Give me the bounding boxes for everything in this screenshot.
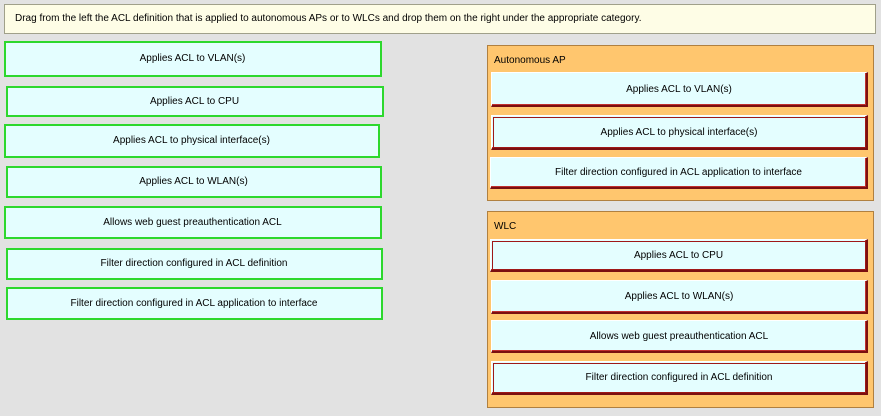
target-item-filter-acl-definition[interactable]: Filter direction configured in ACL defin… [491, 361, 868, 395]
source-item-filter-acl-application[interactable]: Filter direction configured in ACL appli… [6, 287, 383, 320]
source-item-cpu[interactable]: Applies ACL to CPU [6, 86, 384, 117]
source-item-physical-interface[interactable]: Applies ACL to physical interface(s) [4, 124, 380, 158]
instruction-text: Drag from the left the ACL definition th… [4, 4, 876, 34]
target-item-web-guest[interactable]: Allows web guest preauthentication ACL [491, 320, 868, 353]
source-item-web-guest[interactable]: Allows web guest preauthentication ACL [4, 206, 382, 239]
target-item-vlan[interactable]: Applies ACL to VLAN(s) [491, 72, 868, 107]
source-item-wlan[interactable]: Applies ACL to WLAN(s) [6, 166, 382, 198]
target-item-filter-acl-application[interactable]: Filter direction configured in ACL appli… [490, 157, 868, 189]
target-item-cpu[interactable]: Applies ACL to CPU [490, 239, 868, 272]
category-title: Autonomous AP [494, 55, 566, 66]
source-item-filter-acl-definition[interactable]: Filter direction configured in ACL defin… [6, 248, 383, 280]
category-title: WLC [494, 221, 517, 232]
source-item-vlan[interactable]: Applies ACL to VLAN(s) [4, 41, 382, 77]
target-item-wlan[interactable]: Applies ACL to WLAN(s) [491, 280, 868, 314]
target-item-physical-interface[interactable]: Applies ACL to physical interface(s) [491, 115, 868, 150]
